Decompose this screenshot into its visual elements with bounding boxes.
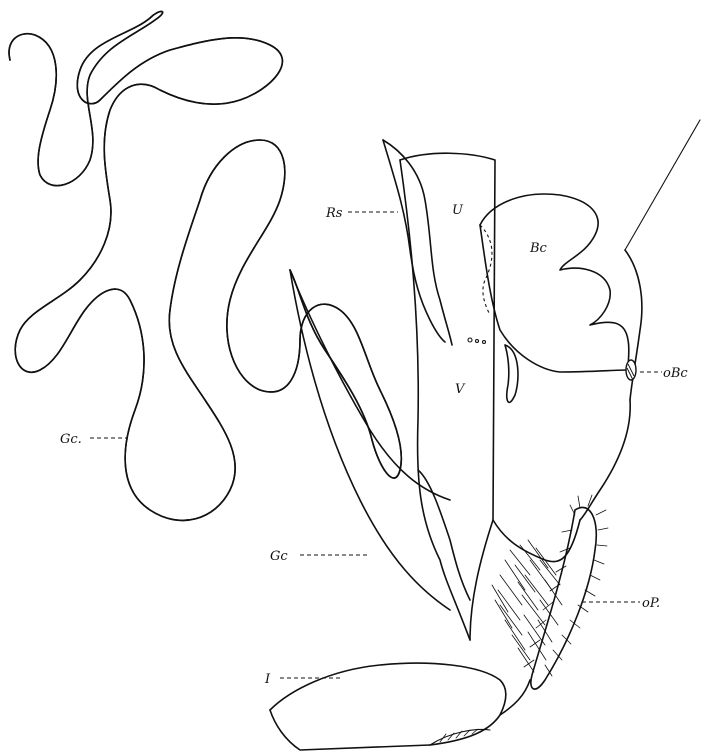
label-obc: oBc [663,366,688,381]
duct-pores [468,338,486,344]
receptaculum-seminis [383,140,452,345]
muscle-fibres [492,540,562,672]
label-gc-coil: Gc. [60,432,82,447]
label-u: U [452,203,464,218]
bursa-copulatrix [480,120,700,402]
label-v: V [455,382,466,397]
label-bc: Bc [529,241,548,256]
intestine-fragment [270,663,530,750]
gland-duct [290,270,450,610]
genital-pore-papilla [524,495,608,689]
intestine-hatching [440,728,486,742]
label-gc-gland: Gc [270,549,288,564]
label-i: I [264,672,271,687]
label-rs: Rs [325,206,343,221]
label-op: oP. [642,596,660,611]
bursa-opening [626,360,636,380]
